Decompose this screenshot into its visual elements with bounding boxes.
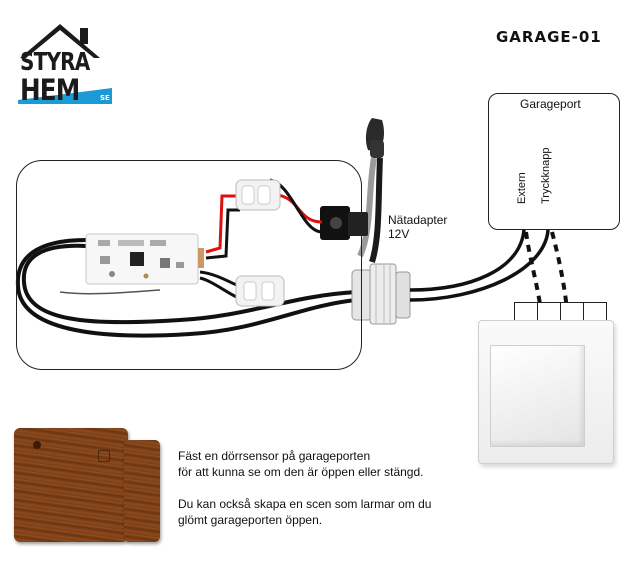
garage-controller-title: Garageport [520, 97, 581, 111]
dc-jack [320, 206, 368, 240]
thin-wire [59, 289, 161, 295]
description-p2-line2: glömt garageporten öppen. [178, 513, 323, 527]
power-adapter-plug [357, 118, 384, 263]
device-enclosure [16, 160, 362, 370]
door-sensor-mark [98, 450, 110, 462]
description-text: Fäst en dörrsensor på garageporten för a… [178, 448, 478, 544]
red-wire-to-board [205, 194, 238, 254]
description-paragraph-1: Fäst en dörrsensor på garageporten för a… [178, 448, 478, 480]
wire-to-extern [409, 229, 526, 292]
logo-suffix: SE [100, 94, 110, 102]
logo-word-hem: HEM [20, 73, 80, 107]
description-p1-line1: Fäst en dörrsensor på garageporten [178, 449, 371, 463]
house-roof-icon [18, 24, 112, 104]
terminal-label-tryckknapp: Tryckknapp [540, 147, 552, 204]
wago-connector-middle [235, 275, 285, 307]
door-sensor-led [33, 441, 41, 449]
cable-gland [351, 263, 411, 325]
black-wire-to-board [205, 208, 240, 260]
wire-to-tryckknapp [409, 229, 550, 302]
adapter-label-name: Nätadapter [388, 213, 448, 227]
door-sensor-body [14, 428, 128, 542]
description-p2-line1: Du kan också skapa en scen som larmar om… [178, 497, 432, 511]
description-paragraph-2: Du kan också skapa en scen som larmar om… [178, 496, 478, 528]
logo-word-styra: STYRA [20, 47, 90, 76]
controller-board [85, 233, 204, 285]
adapter-label-voltage: 12V [388, 227, 410, 241]
garage-controller-box [488, 93, 620, 326]
wago-connector-top [235, 179, 281, 211]
diagram-code: GARAGE-01 [496, 28, 602, 46]
terminal-label-extern: Extern [516, 172, 528, 204]
adapter-label: Nätadapter 12V [388, 213, 447, 241]
wall-push-button-rocker [490, 345, 585, 447]
styrahem-logo: STYRA HEM SE [14, 18, 114, 107]
cable-lower [15, 238, 357, 338]
description-p1-line2: för att kunna se om den är öppen eller s… [178, 465, 424, 479]
door-sensor-magnet [124, 440, 160, 542]
